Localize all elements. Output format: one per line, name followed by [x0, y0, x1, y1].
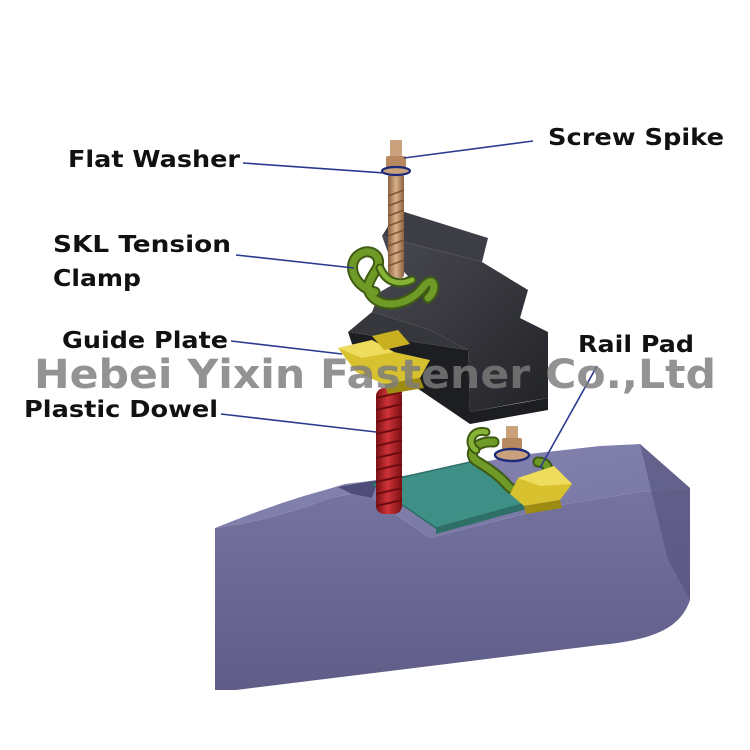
- rail-foot-top: [348, 312, 468, 350]
- label-flat-washer: Flat Washer: [68, 147, 241, 173]
- label-rail-pad: Rail Pad: [578, 332, 694, 358]
- flat-washer-right: [493, 447, 531, 463]
- leader-flat-washer: [242, 162, 385, 174]
- watermark-text: Hebei Yixin Fastener Co.,Ltd: [34, 352, 716, 398]
- sleeper-front-face: [215, 488, 690, 690]
- leader-plastic-dowel: [220, 413, 377, 433]
- label-screw-spike: Screw Spike: [548, 125, 724, 151]
- sleeper-shoulder-notch: [338, 480, 378, 498]
- sleeper-right-face: [640, 444, 690, 600]
- label-skl-line2: Clamp: [53, 266, 141, 292]
- leader-guide-plate: [230, 340, 343, 355]
- leader-screw-spike: [403, 140, 534, 159]
- screw-spike-right: [502, 426, 522, 450]
- rail-head-top: [382, 210, 488, 262]
- label-guide-plate: Guide Plate: [62, 328, 228, 354]
- leader-rail-pad: [539, 365, 598, 469]
- screw-spike-left: [386, 140, 406, 278]
- leader-lines: [220, 140, 598, 469]
- skl-clamp-left: [347, 246, 440, 310]
- plastic-dowel: [375, 388, 403, 514]
- guide-plate-left: [338, 330, 430, 394]
- leader-skl-clamp: [235, 254, 355, 269]
- rail-pad-edge: [436, 502, 530, 534]
- label-plastic-dowel: Plastic Dowel: [24, 397, 218, 423]
- label-skl-line1: SKL Tension: [53, 232, 231, 258]
- guide-plate-right: [510, 466, 572, 514]
- flat-washer-left: [380, 165, 412, 177]
